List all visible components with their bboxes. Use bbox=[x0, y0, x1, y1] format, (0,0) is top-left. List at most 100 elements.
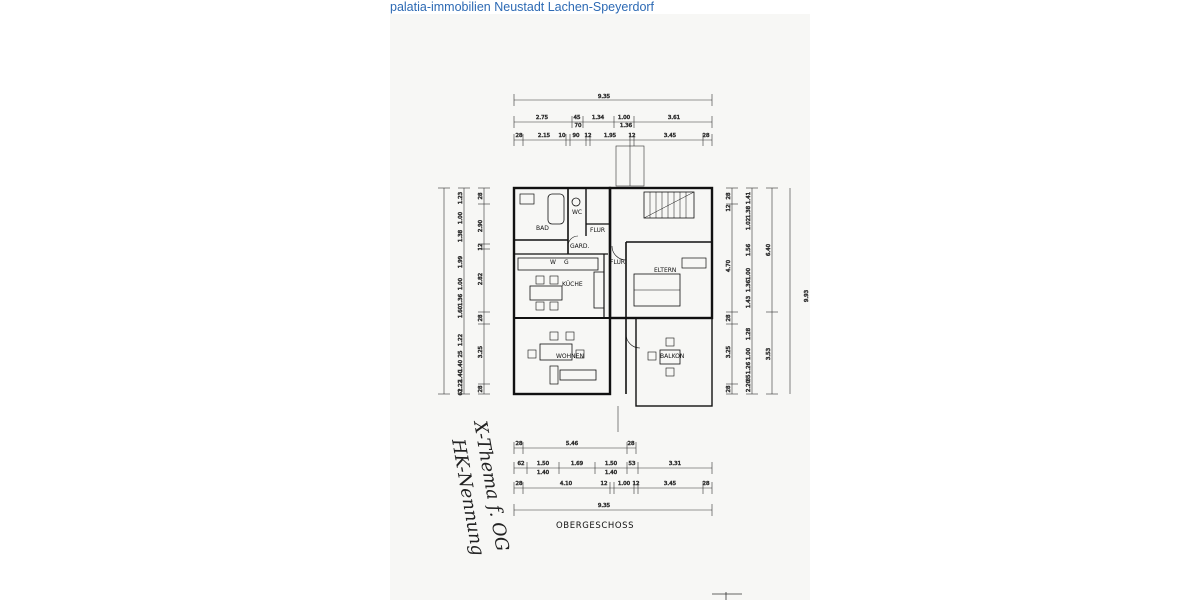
dim-right-m-4: 3.25 bbox=[726, 345, 732, 358]
dim-left-i-2: 1.38 bbox=[458, 229, 464, 242]
dim-right-o-0: 6.40 bbox=[766, 243, 772, 256]
dim-bot-r2s-0: 1.40 bbox=[537, 470, 550, 476]
room-label-eltern: ELTERN bbox=[654, 267, 676, 274]
dim-right-m-2: 4.70 bbox=[726, 259, 732, 272]
appliance-label-w: W bbox=[550, 259, 556, 266]
floor-plan-walls bbox=[512, 186, 714, 407]
dim-top-r2-3: 1.00 bbox=[618, 115, 631, 121]
dim-bot-r3-4: 12 bbox=[633, 481, 640, 487]
dim-left-i-1: 1.00 bbox=[458, 211, 464, 224]
dim-top-r3-1: 2.15 bbox=[538, 133, 551, 139]
dim-top-total: 9.35 bbox=[598, 94, 611, 100]
crosshair-mark bbox=[712, 592, 742, 600]
dim-left-o-5: 3.25 bbox=[478, 345, 484, 358]
dim-bot-r2-1: 1.50 bbox=[537, 461, 550, 467]
room-label-wc: WC bbox=[572, 209, 582, 216]
dim-left-o-2: 12 bbox=[478, 244, 484, 251]
dim-top-r3-5: 1.95 bbox=[604, 133, 617, 139]
dim-left-i-8: 25 bbox=[458, 350, 464, 357]
dim-right-i-12: 3.53 bbox=[766, 347, 772, 360]
dim-right-i-10: 85 bbox=[746, 374, 752, 381]
dim-top-r3-3: 90 bbox=[573, 133, 580, 139]
floor-plan-sheet: 9.35 2.75 45 1.34 1.00 3.61 70 1.36 28 2… bbox=[390, 14, 810, 600]
dim-bot-r2s-1: 1.40 bbox=[605, 470, 618, 476]
dim-right-i-9: 1.26 bbox=[746, 361, 752, 374]
appliance-label-g: G bbox=[564, 259, 569, 266]
dim-bot-r2-5: 3.31 bbox=[669, 461, 681, 467]
dim-top-r2-4: 3.61 bbox=[668, 115, 680, 121]
dim-bot-r3-6: 28 bbox=[703, 481, 710, 487]
dim-left-o-6: 28 bbox=[478, 385, 484, 392]
dim-right-i-3: 1.56 bbox=[746, 243, 752, 256]
dim-right-i-1: 1.38 bbox=[746, 205, 752, 218]
dim-top-r3-4: 12 bbox=[585, 133, 592, 139]
dim-top-r2-2: 1.34 bbox=[592, 115, 605, 121]
dim-right-m-5: 28 bbox=[726, 385, 732, 392]
image-caption: palatia-immobilien Neustadt Lachen-Speye… bbox=[390, 0, 655, 14]
dim-right-i-7: 1.28 bbox=[746, 327, 752, 340]
dim-bot-r1-1: 5.46 bbox=[566, 441, 579, 447]
dim-left-i-7: 1.22 bbox=[458, 334, 464, 346]
dim-left-i-5: 1.36 bbox=[458, 293, 464, 306]
dim-bot-r3-1: 4.10 bbox=[560, 481, 573, 487]
dim-bot-r3-3: 1.00 bbox=[618, 481, 631, 487]
dim-left-o-4: 28 bbox=[478, 314, 484, 321]
dim-right-i-6: 1.43 bbox=[746, 295, 752, 308]
dim-bot-r3-0: 28 bbox=[516, 481, 523, 487]
room-label-flur-lower: FLUR bbox=[610, 259, 625, 266]
dim-left-i-3: 1.99 bbox=[458, 255, 464, 268]
dim-right-i-8: 1.00 bbox=[746, 347, 752, 360]
dim-right-m-1: 12 bbox=[726, 205, 732, 212]
dim-bot-r2-0: 62 bbox=[518, 461, 525, 467]
dim-left-o-1: 2.90 bbox=[478, 219, 484, 232]
top-entrance-stub bbox=[615, 145, 645, 187]
dim-left-i-0: 1.23 bbox=[458, 191, 464, 204]
dim-bot-r3-5: 3.45 bbox=[664, 481, 677, 487]
room-label-flur-upper: FLUR bbox=[590, 227, 605, 234]
dim-bot-r1-2: 28 bbox=[628, 441, 635, 447]
dim-left-i-6: 1.60 bbox=[458, 305, 464, 318]
dim-right-i-5: 1.36 bbox=[746, 279, 752, 292]
right-dimensions: 1.41 1.38 1.02 1.56 1.00 1.36 1.43 1.28 … bbox=[726, 187, 810, 395]
dim-left-i-4: 1.00 bbox=[458, 277, 464, 290]
dim-left-i-11: 1.22 bbox=[458, 380, 464, 392]
dim-top-r3-8: 28 bbox=[703, 133, 710, 139]
dim-top-r3-6: 12 bbox=[629, 133, 636, 139]
room-labels: BAD WC FLUR GARD. FLUR ELTERN KÜCHE WOHN… bbox=[536, 209, 684, 360]
room-label-wohnen: WOHNEN bbox=[556, 353, 584, 360]
dim-left-o-0: 28 bbox=[478, 192, 484, 199]
room-label-gard: GARD. bbox=[570, 243, 590, 250]
dim-top-r3-2: 10 bbox=[559, 133, 566, 139]
dim-bot-r2-3: 1.50 bbox=[605, 461, 618, 467]
dim-right-m-3: 28 bbox=[726, 314, 732, 321]
handwritten-note: X-Thema f. OG HK-Nennung bbox=[447, 417, 513, 557]
dim-top-r2s-1: 1.36 bbox=[620, 123, 633, 129]
dim-top-r2-1: 45 bbox=[574, 115, 581, 121]
dim-left-o-3: 2.82 bbox=[478, 273, 484, 285]
dim-right-far-0: 9.93 bbox=[804, 289, 810, 302]
dim-bot-total: 9.35 bbox=[598, 503, 611, 509]
room-label-kueche: KÜCHE bbox=[562, 281, 583, 288]
top-dimensions: 9.35 2.75 45 1.34 1.00 3.61 70 1.36 28 2… bbox=[513, 94, 713, 146]
dim-bot-r3-2: 12 bbox=[601, 481, 608, 487]
dim-right-i-4: 1.00 bbox=[746, 267, 752, 280]
plan-title: OBERGESCHOSS bbox=[556, 521, 634, 531]
floor-plan-drawing: 9.35 2.75 45 1.34 1.00 3.61 70 1.36 28 2… bbox=[438, 94, 810, 600]
dim-bot-r2-2: 1.69 bbox=[571, 461, 584, 467]
room-label-bad: BAD bbox=[536, 225, 549, 232]
dim-top-r3-0: 28 bbox=[516, 133, 523, 139]
dim-bot-r1-0: 28 bbox=[516, 441, 523, 447]
dim-top-r2s-0: 70 bbox=[575, 123, 582, 129]
dim-top-r3-7: 3.45 bbox=[664, 133, 677, 139]
dim-top-r2-0: 2.75 bbox=[536, 115, 549, 121]
dim-left-i-12: 62 bbox=[458, 389, 464, 396]
dim-bot-r2-4: 53 bbox=[629, 461, 636, 467]
dim-right-m-0: 28 bbox=[726, 192, 732, 199]
dim-right-i-0: 1.41 bbox=[746, 192, 752, 204]
dim-right-i-2: 1.02 bbox=[746, 218, 752, 230]
room-label-balkon: BALKON bbox=[660, 353, 684, 360]
bottom-dimensions: 28 5.46 28 62 1.50 1.69 1.50 53 3.31 1.4… bbox=[513, 441, 713, 516]
left-dimensions: 28 2.90 12 2.82 28 3.25 28 1.23 1.00 1.3… bbox=[438, 187, 490, 396]
dim-left-i-10: 1.40 bbox=[458, 369, 464, 382]
dim-right-i-11: 2.20 bbox=[746, 379, 752, 392]
